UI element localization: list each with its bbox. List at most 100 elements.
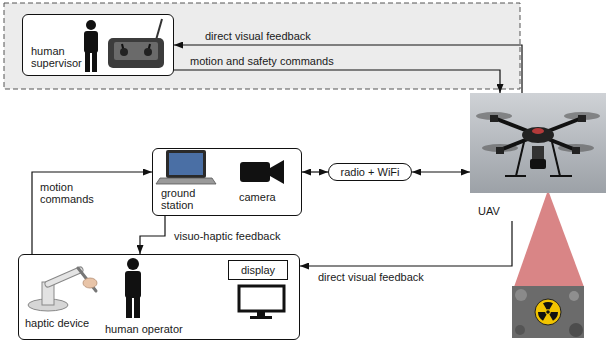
uav-arm — [500, 135, 538, 150]
uav-arm — [538, 135, 576, 150]
uav-arm — [538, 118, 582, 135]
control-stick — [148, 44, 150, 52]
radiation-disc — [535, 299, 561, 325]
uav-photo — [470, 93, 606, 193]
text-holder: visuo-haptic feedback — [174, 230, 280, 242]
box-label: ground station — [161, 187, 211, 211]
supervision-region — [4, 3, 520, 89]
box-label: radio + WiFi — [329, 166, 411, 178]
box-label: UAV — [478, 205, 518, 217]
text-holder: motion commands — [40, 181, 100, 205]
trefoil-center — [546, 310, 550, 314]
person-leg — [92, 52, 97, 72]
operator-hand — [83, 278, 97, 288]
monitor-foot — [250, 316, 272, 319]
propeller — [564, 112, 600, 120]
person-leg — [126, 297, 132, 318]
trefoil-blade — [548, 309, 560, 321]
landing-skid — [505, 175, 526, 177]
connector-arrow — [412, 171, 470, 172]
display-box: display — [228, 260, 288, 280]
sky — [470, 93, 606, 193]
person-head — [127, 258, 139, 270]
edge-label: motion commands — [40, 181, 100, 205]
camera-lens — [270, 160, 284, 184]
rock-ground — [512, 286, 584, 338]
laptop-display — [169, 153, 203, 175]
stick-base — [144, 48, 152, 56]
propeller — [476, 112, 512, 120]
device-stylus — [78, 268, 96, 291]
operator-box: haptic devicehuman operator display — [18, 254, 300, 340]
device-arm — [48, 270, 80, 284]
radiation-symbol — [537, 302, 559, 321]
rock-spot — [515, 325, 525, 335]
rock-spot — [515, 289, 527, 301]
operator-person — [125, 258, 141, 318]
controller-antenna — [156, 19, 162, 40]
text-holder: direct visual feedback — [318, 271, 424, 283]
landing-skid — [550, 175, 572, 177]
box-label: haptic device — [25, 317, 105, 329]
rock-spot — [569, 323, 583, 337]
supervisor-person — [84, 20, 98, 72]
haptic-device-icon — [28, 268, 97, 311]
device-column — [42, 282, 54, 305]
uav-arm — [494, 118, 538, 135]
text-holder: direct visual feedback — [205, 30, 311, 42]
box-label: human operator — [105, 323, 197, 335]
uav-node: UAV — [470, 93, 606, 221]
connector-arrow — [300, 221, 512, 266]
text-holder: haptic device — [25, 317, 105, 329]
motor — [496, 147, 504, 154]
gimbal — [532, 146, 544, 160]
edge-label: direct visual feedback — [318, 271, 424, 283]
radiation-picture — [512, 286, 584, 338]
edge-label: motion and safety commands — [190, 55, 334, 67]
box-label: camera — [239, 191, 295, 203]
trefoil-blade — [537, 309, 549, 321]
connector-arrow — [174, 45, 522, 93]
text-holder: human operator — [105, 323, 197, 335]
rock-spot — [569, 291, 579, 301]
person-body — [125, 271, 141, 298]
person-head — [86, 20, 96, 30]
box-label: human supervisor — [31, 45, 87, 69]
edge-label: direct visual feedback — [205, 30, 311, 42]
text-holder: UAV — [478, 205, 518, 217]
person-leg — [85, 52, 90, 72]
supervisor-box: human supervisor — [22, 14, 174, 76]
stick-base — [120, 48, 128, 56]
monitor-stand — [257, 312, 265, 316]
camera-body — [240, 162, 270, 182]
text-holder: ground station — [161, 187, 211, 211]
uav-accent — [532, 128, 544, 134]
landing-leg — [516, 142, 524, 176]
gimbal-camera — [530, 159, 546, 169]
text-holder: motion and safety commands — [190, 55, 334, 67]
camera-icon — [240, 160, 284, 184]
motor — [490, 115, 498, 122]
ground-station-box: ground station camera — [152, 148, 302, 216]
controller-panel — [114, 42, 158, 60]
person-leg — [134, 297, 140, 318]
text-holder: human supervisor — [31, 45, 87, 69]
motor — [578, 115, 586, 122]
control-stick — [122, 44, 124, 52]
connectors — [32, 45, 522, 266]
controller-body — [108, 38, 164, 68]
laptop-base — [156, 178, 216, 184]
edge-label: visuo-haptic feedback — [174, 230, 280, 242]
connector-arrow — [174, 70, 500, 93]
text-holder: camera — [239, 191, 295, 203]
uav-body — [522, 127, 554, 143]
person-body — [84, 31, 98, 53]
laptop-icon — [156, 150, 216, 184]
propeller — [482, 144, 518, 152]
landing-leg — [552, 142, 560, 176]
monitor-screen — [239, 286, 284, 311]
device-arm-outline — [48, 270, 80, 284]
